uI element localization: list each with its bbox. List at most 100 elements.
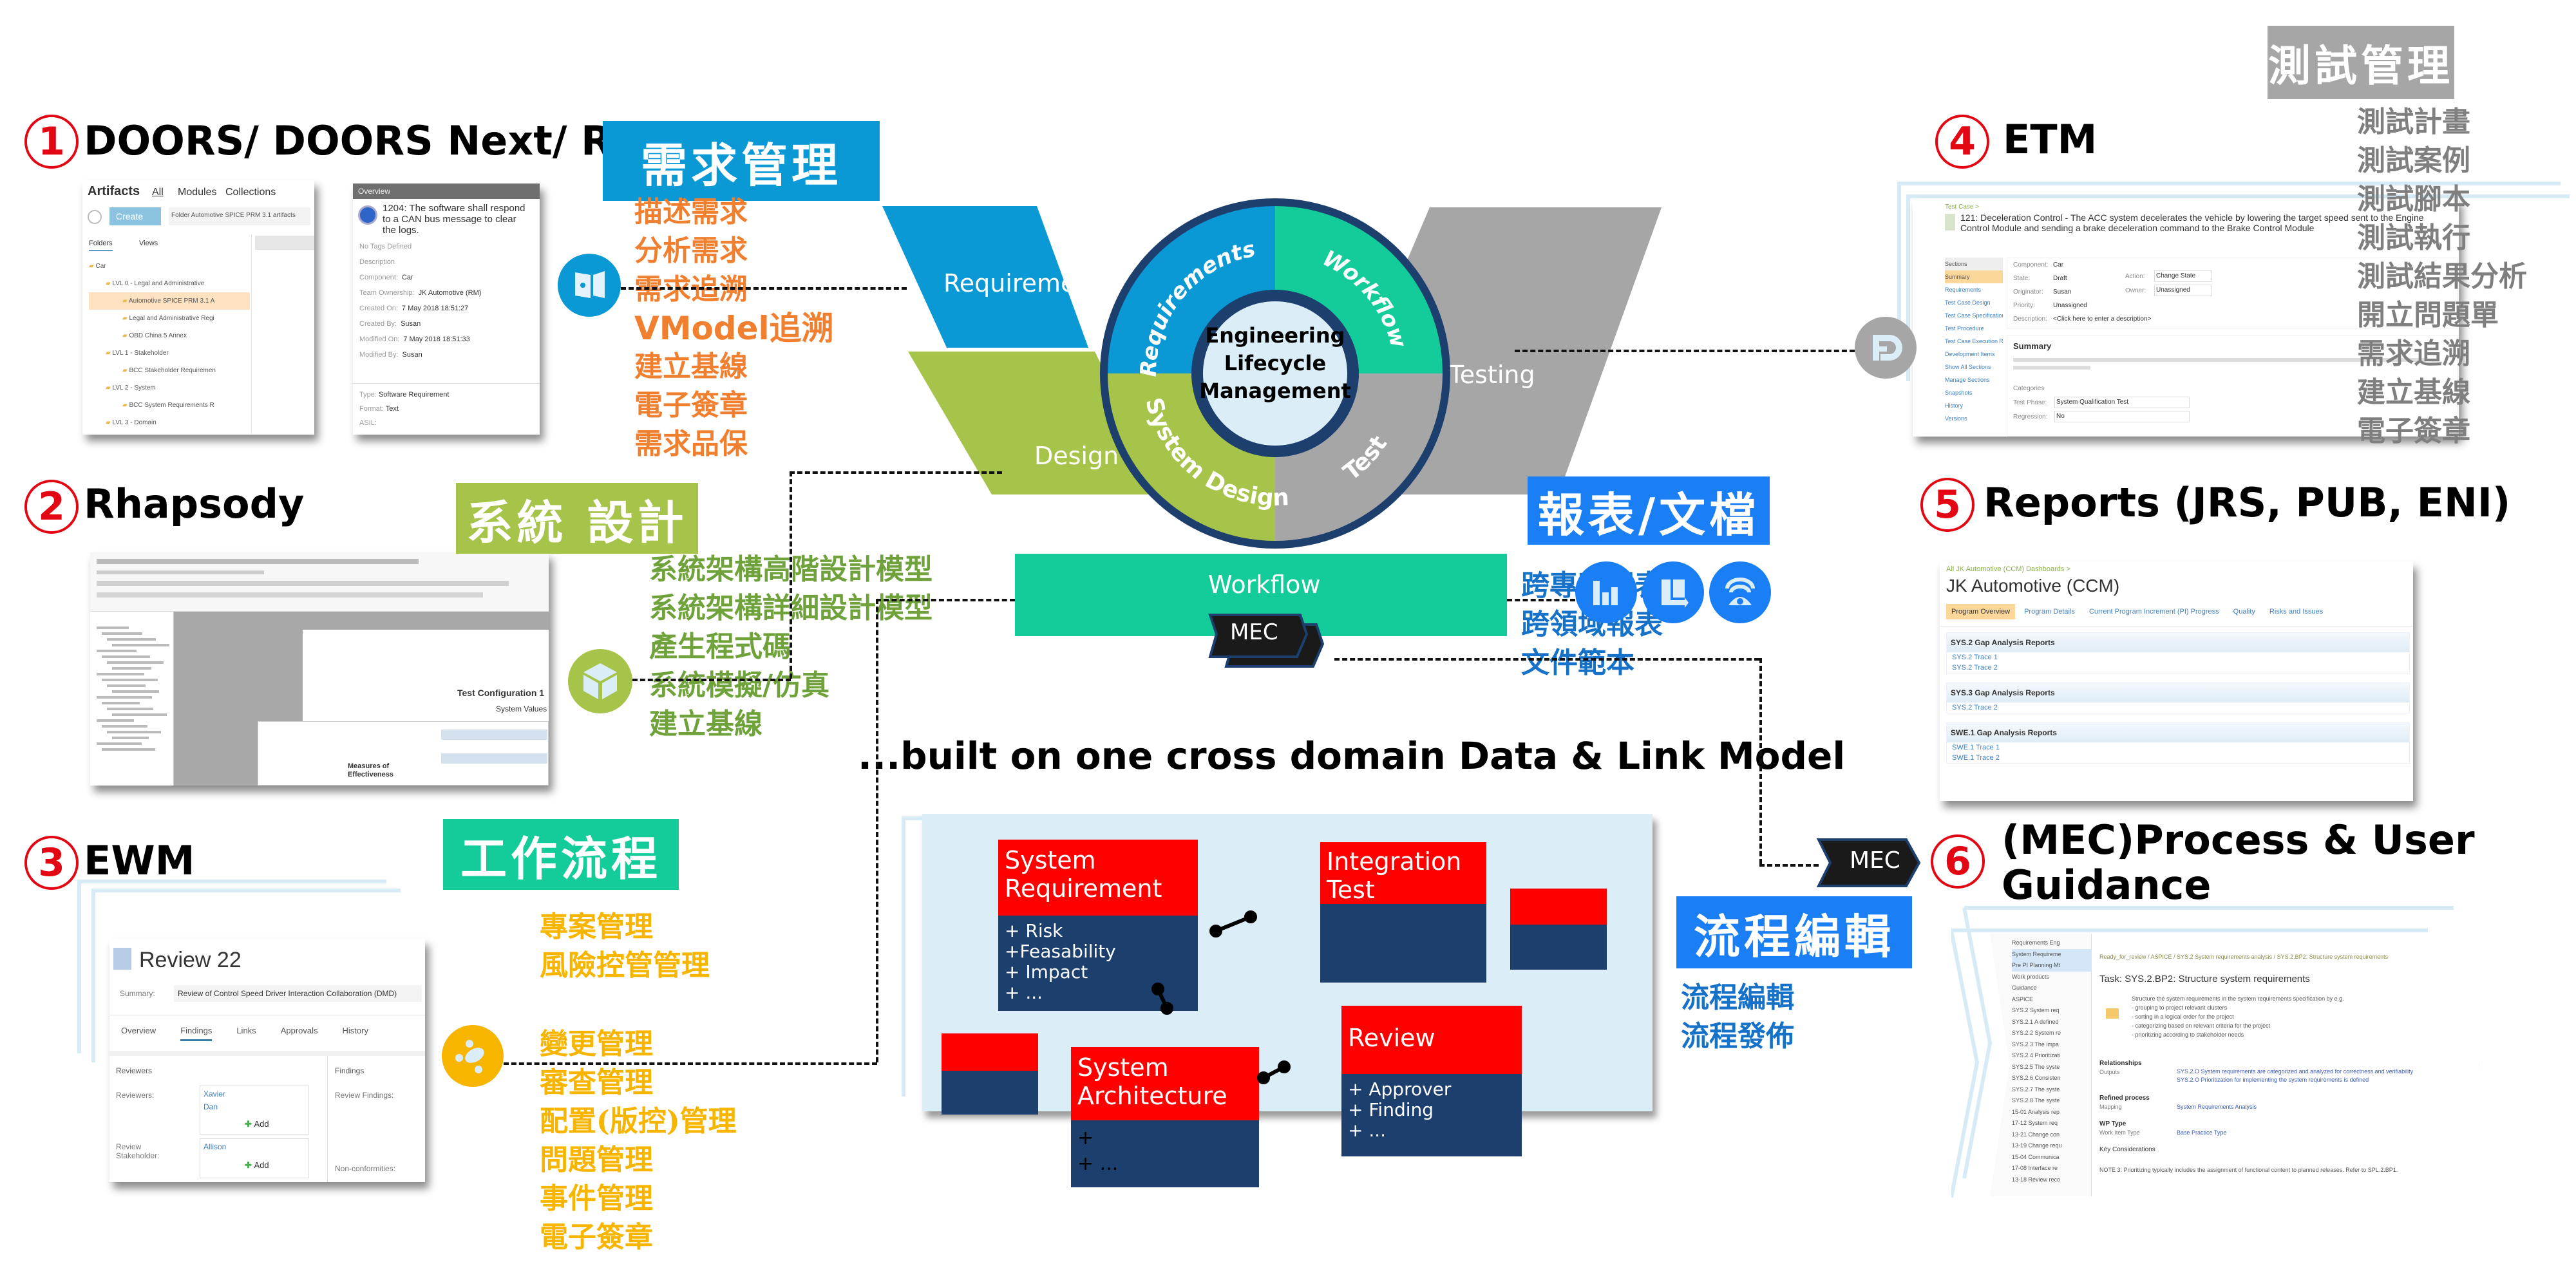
uml-review[interactable]: Review + Approver+ Finding+ ... — [1341, 1006, 1522, 1156]
add-reviewer-button[interactable]: ✚ Add — [245, 1119, 269, 1129]
close-icon[interactable] — [88, 210, 102, 224]
create-button[interactable]: Create — [109, 207, 161, 225]
review-tab[interactable]: Overview — [121, 1026, 156, 1035]
process-tree-item[interactable]: 13-19 Change requ — [2012, 1142, 2062, 1149]
action-select[interactable]: Change State — [2154, 270, 2212, 282]
tab-all[interactable]: All — [152, 187, 164, 198]
section-nav-item[interactable]: Snapshots — [1945, 390, 1973, 396]
review-tab[interactable]: Links — [236, 1026, 256, 1035]
process-tree-item[interactable]: SYS.2.1 A defined — [2012, 1018, 2059, 1025]
section-nav-item[interactable]: Manage Sections — [1945, 377, 1990, 383]
process-tree-item[interactable]: Guidance — [2012, 984, 2037, 991]
process-tree-item[interactable]: SYS.2.8 The syste — [2012, 1097, 2060, 1104]
tab-folders[interactable]: Folders — [89, 240, 113, 251]
model-tree-item[interactable] — [97, 650, 137, 652]
add-stakeholder-button[interactable]: ✚ Add — [245, 1160, 269, 1170]
mec-tag-right[interactable] — [1816, 837, 1926, 889]
model-tree-item[interactable] — [112, 644, 169, 646]
process-tree-item[interactable]: SYS.2.4 Prioritizati — [2012, 1052, 2061, 1059]
folder-tree-item[interactable]: ▰ LVL 0 - Legal and Administrative — [106, 280, 205, 287]
process-tree-item[interactable]: Work products — [2012, 973, 2049, 980]
model-tree-item[interactable] — [102, 632, 142, 635]
model-tree-item[interactable] — [97, 626, 129, 629]
process-tree-item[interactable]: SYS.2 System req — [2012, 1007, 2060, 1013]
process-tree-item[interactable]: 15-01 Analysis rep — [2012, 1108, 2060, 1115]
process-tree-item[interactable]: SYS.2.7 The syste — [2012, 1086, 2060, 1093]
reviewer-dan[interactable]: Dan — [204, 1102, 218, 1111]
dashboard-tab[interactable]: Current Program Increment (PI) Progress — [2088, 608, 2219, 616]
model-tree-item[interactable] — [102, 725, 147, 728]
model-tree-item[interactable] — [112, 690, 159, 693]
dashboard-breadcrumb[interactable]: All JK Automotive (CCM) Dashboards > — [1946, 565, 2070, 573]
section-nav-item[interactable]: Development Items — [1945, 351, 1995, 357]
process-tree-item[interactable]: 13-21 Change con — [2012, 1131, 2060, 1138]
section-nav-item[interactable]: Test Case Specification — [1945, 312, 2003, 319]
reviewer-xavier[interactable]: Xavier — [204, 1089, 226, 1098]
tab-views[interactable]: Views — [139, 240, 158, 247]
process-tree-item[interactable]: SYS.2.2 System re — [2012, 1030, 2061, 1036]
model-tree-item[interactable] — [112, 737, 149, 739]
tab-modules[interactable]: Modules — [178, 187, 217, 198]
model-tree-item[interactable] — [102, 702, 140, 704]
output-link[interactable]: SYS.2.O System requirements are categori… — [2177, 1068, 2414, 1075]
model-tree-item[interactable] — [97, 696, 152, 699]
dashboard-tab[interactable]: Program Details — [2024, 608, 2075, 616]
tab-collections[interactable]: Collections — [225, 187, 276, 198]
process-tree-item[interactable]: 13-18 Review reco — [2012, 1176, 2061, 1183]
summary-input[interactable]: Review of Control Speed Driver Interacti… — [174, 985, 422, 1002]
process-tree-item[interactable]: SYS.2.6 Consisten — [2012, 1075, 2061, 1081]
model-tree-item[interactable] — [107, 684, 146, 687]
model-tree-item[interactable] — [102, 655, 150, 658]
model-tree-item[interactable] — [107, 731, 161, 733]
model-tree-item[interactable] — [97, 742, 142, 745]
review-tab[interactable]: Findings — [180, 1026, 213, 1041]
model-tree-item[interactable] — [112, 713, 167, 716]
folder-tree-item[interactable]: ▰ OBD China 5 Annex — [122, 332, 187, 339]
process-tree-item[interactable]: SYS.2.3 The impa — [2012, 1041, 2059, 1048]
process-tree-item[interactable]: 15-04 Communica — [2012, 1153, 2060, 1160]
report-link[interactable]: SWE.1 Trace 1 — [1952, 744, 2000, 751]
folder-tree-item[interactable]: ▰ Car — [89, 263, 106, 270]
report-link[interactable]: SYS.2 Trace 2 — [1952, 704, 1998, 711]
etm-breadcrumb[interactable]: Test Case > — [1945, 203, 1980, 211]
section-nav-item[interactable]: History — [1945, 402, 1964, 409]
folder-tree-item[interactable]: ▰ BCC System Requirements R — [122, 402, 214, 409]
process-tree-item[interactable]: Requirements Eng — [2012, 939, 2060, 946]
folder-tree-item[interactable]: ▰ Legal and Administrative Regi — [122, 315, 214, 322]
process-tree-item[interactable]: SYS.2.5 The syste — [2012, 1063, 2060, 1070]
folder-tree-item[interactable]: ▰ LVL 1 - Stakeholder — [106, 350, 169, 357]
v-design-label[interactable]: Design — [1034, 442, 1119, 470]
model-tree-item[interactable] — [107, 638, 156, 641]
stakeholder-allison[interactable]: Allison — [204, 1142, 227, 1151]
review-tab[interactable]: History — [342, 1026, 368, 1035]
section-nav-item[interactable]: Show All Sections — [1945, 364, 1991, 370]
process-tree-item[interactable]: ASPICE — [2012, 995, 2034, 1003]
output-link[interactable]: SYS.2.O Prioritization for implementing … — [2177, 1077, 2369, 1083]
section-nav-item[interactable]: Sections — [1945, 258, 2003, 270]
process-tree-item[interactable]: 17-12 System req — [2012, 1120, 2058, 1126]
model-tree-item[interactable] — [107, 708, 153, 710]
model-tree-item[interactable] — [102, 748, 155, 751]
v-requirements-label[interactable]: Requirements — [943, 269, 1114, 297]
model-tree-item[interactable] — [102, 679, 158, 681]
regression-select[interactable]: No — [2054, 411, 2190, 422]
folder-tree-item[interactable]: ▰ LVL 2 - System — [106, 384, 156, 391]
report-link[interactable]: SWE.1 Trace 2 — [1952, 754, 2000, 762]
section-nav-item[interactable]: Requirements — [1945, 287, 1982, 293]
model-tree-item[interactable] — [97, 673, 144, 675]
model-tree-item[interactable] — [97, 719, 134, 722]
process-tree-item[interactable]: System Requireme — [2012, 948, 2092, 960]
dashboard-tab[interactable]: Risks and Issues — [2269, 608, 2324, 616]
folder-tree-item[interactable]: ▰ LVL 3 - Domain — [106, 419, 156, 426]
v-testing-label[interactable]: Testing — [1449, 361, 1535, 389]
folder-tree-item[interactable]: ▰ BCC Stakeholder Requiremen — [122, 367, 216, 374]
work-item-type-link[interactable]: Base Practice Type — [2177, 1129, 2227, 1136]
model-tree-item[interactable] — [112, 667, 151, 670]
section-nav-item[interactable]: Versions — [1945, 415, 1967, 422]
process-tree-item[interactable]: 17-08 Interface re — [2012, 1165, 2058, 1171]
section-nav-item[interactable]: Test Case Execution Records — [1945, 338, 2003, 344]
report-link[interactable]: SYS.2 Trace 2 — [1952, 664, 1998, 672]
